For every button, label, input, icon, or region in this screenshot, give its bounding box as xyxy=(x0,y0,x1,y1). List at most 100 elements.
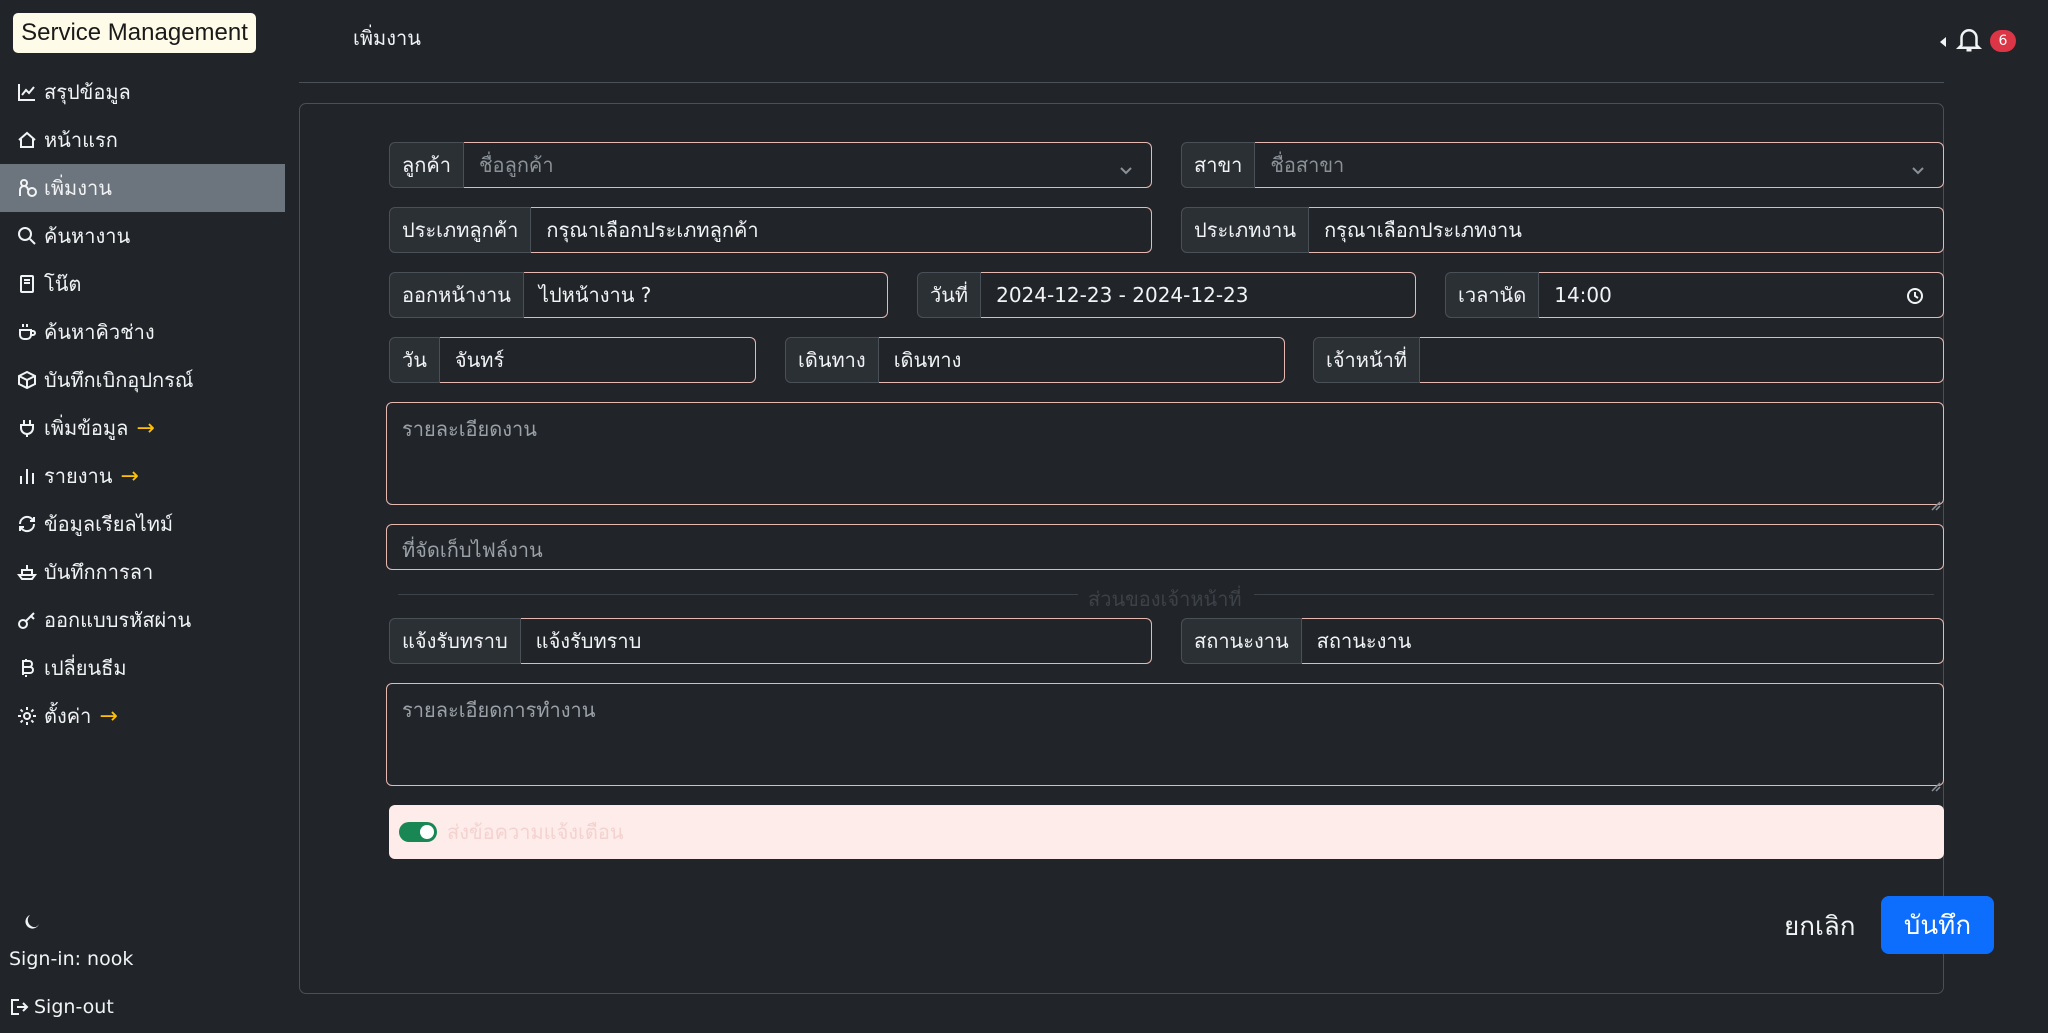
notification-button[interactable]: 6 xyxy=(1940,24,1984,59)
sidebar-item-add-data[interactable]: เพิ่มข้อมูล → xyxy=(0,404,285,452)
day-group: วัน จันทร์ xyxy=(389,337,756,383)
date-group: วันที่ 2024-12-23 - 2024-12-23 xyxy=(917,272,1416,318)
sidebar-item-label: ข้อมูลเรียลไทม์ xyxy=(44,508,173,540)
travel-select[interactable]: เดินทาง xyxy=(879,337,1285,383)
book-icon xyxy=(16,273,38,295)
date-label: วันที่ xyxy=(917,272,981,318)
travel-label: เดินทาง xyxy=(785,337,879,383)
notification-badge: 6 xyxy=(1990,30,2016,52)
save-button[interactable]: บันทึก xyxy=(1881,896,1994,954)
customer-select[interactable]: ชื่อลูกค้า xyxy=(464,142,1152,188)
job-detail-placeholder: รายละเอียดงาน xyxy=(402,417,537,441)
sidebar-item-leave[interactable]: บันทึกการลา xyxy=(0,548,285,596)
sidebar-item-label: หน้าแรก xyxy=(44,124,118,156)
sidebar-item-tech-queue[interactable]: ค้นหาคิวช่าง xyxy=(0,308,285,356)
sidebar-item-label: ตั้งค่า xyxy=(44,700,91,732)
bell-icon xyxy=(1954,24,1984,59)
notify-group: แจ้งรับทราบ แจ้งรับทราบ xyxy=(389,618,1152,664)
day-label: วัน xyxy=(389,337,440,383)
customer-placeholder: ชื่อลูกค้า xyxy=(479,149,554,181)
plug-icon xyxy=(16,417,38,439)
sidebar-item-label: เปลี่ยนธีม xyxy=(44,652,127,684)
notify-select[interactable]: แจ้งรับทราบ xyxy=(521,618,1152,664)
job-status-group: สถานะงาน สถานะงาน xyxy=(1181,618,1944,664)
home-icon xyxy=(16,129,38,151)
sidebar-nav: สรุปข้อมูล หน้าแรก เพิ่มงาน ค้นหางาน โน๊… xyxy=(0,68,285,740)
cancel-button[interactable]: ยกเลิก xyxy=(1772,900,1868,952)
branch-group: สาขา ชื่อสาขา xyxy=(1181,142,1944,188)
bitcoin-icon xyxy=(16,657,38,679)
sidebar-item-search-job[interactable]: ค้นหางาน xyxy=(0,212,285,260)
staff-group: เจ้าหน้าที่ xyxy=(1313,337,1944,383)
expand-arrow-icon: → xyxy=(136,416,154,441)
file-location-input[interactable]: ที่จัดเก็บไฟล์งาน xyxy=(386,524,1944,570)
sidebar-item-label: ออกแบบรหัสผ่าน xyxy=(44,604,191,636)
branch-placeholder: ชื่อสาขา xyxy=(1270,149,1344,181)
bar-chart-icon xyxy=(16,465,38,487)
customer-label: ลูกค้า xyxy=(389,142,464,188)
sidebar-item-label: สรุปข้อมูล xyxy=(44,76,131,108)
work-detail-textarea[interactable]: รายละเอียดการทำงาน xyxy=(386,683,1944,786)
chevron-down-icon xyxy=(1911,158,1925,172)
resize-handle-icon[interactable] xyxy=(1931,492,1941,502)
caret-left-icon xyxy=(1940,37,1946,47)
sidebar-item-notes[interactable]: โน๊ต xyxy=(0,260,285,308)
staff-section-title: ส่วนของเจ้าหน้าที่ xyxy=(1088,583,1242,615)
key-icon xyxy=(16,609,38,631)
staff-label: เจ้าหน้าที่ xyxy=(1313,337,1420,383)
sidebar-item-label: บันทึกการลา xyxy=(44,556,153,588)
resize-handle-icon[interactable] xyxy=(1931,773,1941,783)
job-type-group: ประเภทงาน กรุณาเลือกประเภทงาน xyxy=(1181,207,1944,253)
time-input[interactable]: 14:00 xyxy=(1539,272,1944,318)
sidebar-item-label: โน๊ต xyxy=(44,268,81,300)
branch-label: สาขา xyxy=(1181,142,1255,188)
sidebar-item-settings[interactable]: ตั้งค่า → xyxy=(0,692,285,740)
sidebar-item-summary[interactable]: สรุปข้อมูล xyxy=(0,68,285,116)
time-group: เวลานัด 14:00 xyxy=(1445,272,1944,318)
sidebar-item-reports[interactable]: รายงาน → xyxy=(0,452,285,500)
clock-icon[interactable] xyxy=(1905,286,1925,306)
chevron-down-icon xyxy=(1119,158,1133,172)
sidebar-item-label: เพิ่มข้อมูล xyxy=(44,412,128,444)
signout-icon xyxy=(9,997,29,1017)
customer-type-label: ประเภทลูกค้า xyxy=(389,207,531,253)
sidebar-item-realtime[interactable]: ข้อมูลเรียลไทม์ xyxy=(0,500,285,548)
sidebar-item-add-job[interactable]: เพิ่มงาน xyxy=(0,164,285,212)
sidebar-item-password[interactable]: ออกแบบรหัสผ่าน xyxy=(0,596,285,644)
onsite-select[interactable]: ไปหน้างาน ? xyxy=(524,272,888,318)
sidebar-item-theme[interactable]: เปลี่ยนธีม xyxy=(0,644,285,692)
sidebar-item-label: ค้นหางาน xyxy=(44,220,130,252)
job-status-select[interactable]: สถานะงาน xyxy=(1302,618,1944,664)
day-input[interactable]: จันทร์ xyxy=(440,337,756,383)
onsite-label: ออกหน้างาน xyxy=(389,272,524,318)
staff-input[interactable] xyxy=(1420,337,1944,383)
signout-label: Sign-out xyxy=(34,996,114,1018)
chart-line-icon xyxy=(16,81,38,103)
travel-group: เดินทาง เดินทาง xyxy=(785,337,1285,383)
signin-status: Sign-in: nook xyxy=(9,948,133,970)
customer-type-select[interactable]: กรุณาเลือกประเภทลูกค้า xyxy=(531,207,1152,253)
job-detail-textarea[interactable]: รายละเอียดงาน xyxy=(386,402,1944,505)
divider-line-right xyxy=(1254,594,1934,595)
sidebar-item-home[interactable]: หน้าแรก xyxy=(0,116,285,164)
sidebar-item-equipment[interactable]: บันทึกเบิกอุปกรณ์ xyxy=(0,356,285,404)
time-value: 14:00 xyxy=(1554,283,1612,307)
job-type-label: ประเภทงาน xyxy=(1181,207,1309,253)
job-type-select[interactable]: กรุณาเลือกประเภทงาน xyxy=(1309,207,1944,253)
expand-arrow-icon: → xyxy=(120,464,138,489)
job-status-label: สถานะงาน xyxy=(1181,618,1302,664)
page-title: เพิ่มงาน xyxy=(353,22,421,54)
moon-icon[interactable] xyxy=(22,912,44,934)
box-icon xyxy=(16,369,38,391)
divider-line-left xyxy=(398,594,1078,595)
customer-group: ลูกค้า ชื่อลูกค้า xyxy=(389,142,1152,188)
date-range-input[interactable]: 2024-12-23 - 2024-12-23 xyxy=(981,272,1416,318)
expand-arrow-icon: → xyxy=(99,704,117,729)
sidebar: Service Management สรุปข้อมูล หน้าแรก เพ… xyxy=(0,0,285,1033)
header-divider xyxy=(299,82,1944,83)
send-alert-toggle[interactable] xyxy=(399,822,437,842)
brand-logo[interactable]: Service Management xyxy=(13,13,256,53)
branch-select[interactable]: ชื่อสาขา xyxy=(1255,142,1944,188)
ship-icon xyxy=(16,561,38,583)
signout-link[interactable]: Sign-out xyxy=(9,996,114,1018)
